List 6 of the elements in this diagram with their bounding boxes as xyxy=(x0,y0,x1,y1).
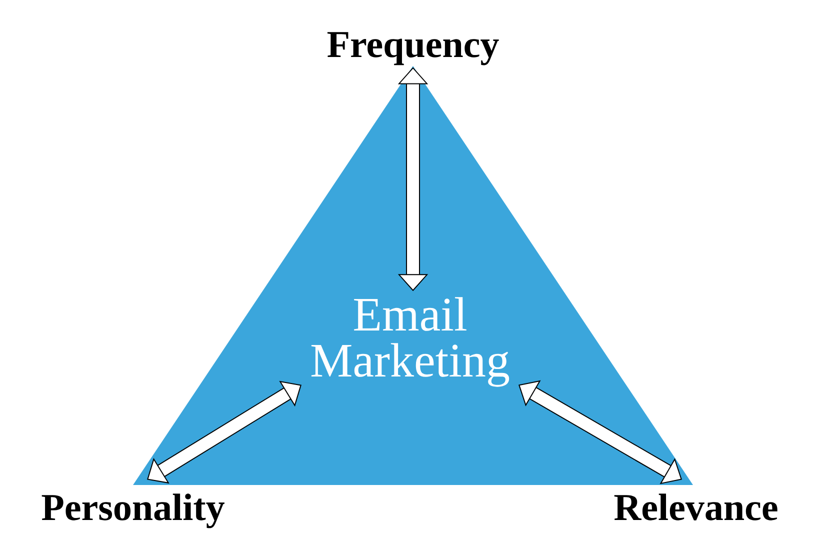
triangle xyxy=(133,66,693,485)
double-arrow xyxy=(147,380,302,484)
center-label: Email Marketing xyxy=(311,297,510,387)
vertex-label: Personality xyxy=(42,494,224,528)
vertex-label: Relevance xyxy=(614,494,778,520)
vertex-label: Frequency xyxy=(327,32,499,66)
